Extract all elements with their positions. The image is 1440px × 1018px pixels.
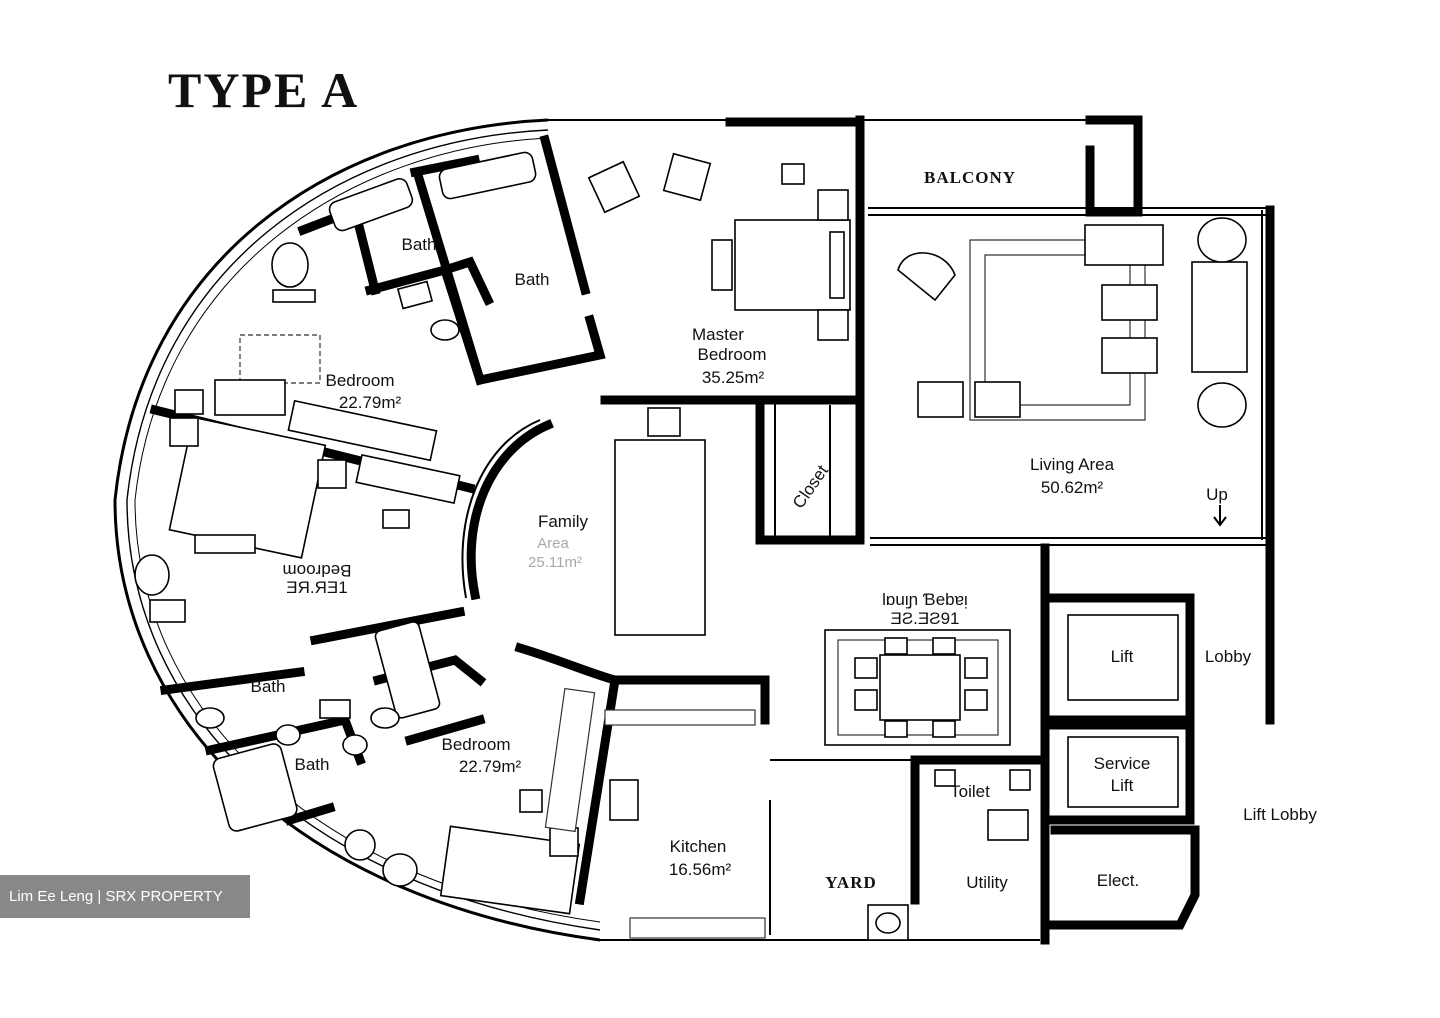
label-living-area-size: 50.62m² xyxy=(1041,478,1104,497)
label-utility: Utility xyxy=(966,873,1008,892)
label-yard: YARD xyxy=(825,873,877,892)
label-service-lift-2: Lift xyxy=(1111,776,1134,795)
label-master-bedroom-area: 35.25m² xyxy=(702,368,765,387)
label-living-area: Living Area xyxy=(1030,455,1115,474)
label-lobby: Lobby xyxy=(1205,647,1252,666)
label-bedroom-3: Bedroom xyxy=(442,735,511,754)
label-lift: Lift xyxy=(1111,647,1134,666)
label-master-bedroom-2: Bedroom xyxy=(698,345,767,364)
label-family-area-size: 25.11m² xyxy=(528,554,582,571)
label-master-bedroom: Master xyxy=(692,325,744,344)
label-kitchen: Kitchen xyxy=(670,837,727,856)
label-bath-1: Bath xyxy=(402,235,437,254)
label-family-area-2: Area xyxy=(537,535,569,552)
label-up: Up xyxy=(1206,485,1228,504)
label-bedroom-1: Bedroom xyxy=(326,371,395,390)
exterior-walls xyxy=(548,115,1275,941)
label-balcony: BALCONY xyxy=(924,168,1016,187)
label-family-area: Family xyxy=(538,512,589,531)
label-kitchen-area: 16.56m² xyxy=(669,860,732,879)
watermark: Lim Ee Leng | SRX PROPERTY xyxy=(0,875,250,918)
furniture xyxy=(134,151,1248,941)
label-bedroom-1-area: 22.79m² xyxy=(339,393,402,412)
label-bedroom-3-area: 22.79m² xyxy=(459,757,522,776)
label-toilet: Toilet xyxy=(950,782,990,801)
label-bedroom-2: Bedroom xyxy=(283,561,352,580)
label-bedroom-2-area: ƎЯ.ЯƎ1 xyxy=(286,578,347,597)
label-bath-3: Bath xyxy=(251,677,286,696)
label-lift-lobby: Lift Lobby xyxy=(1243,805,1317,824)
up-arrow-icon xyxy=(1213,505,1227,527)
label-dining-area: ƎƧ.ƎƧ91 xyxy=(891,609,960,628)
label-dining: Ɩɒuᴉɲ Ɓebɐᴉ xyxy=(882,590,968,609)
label-closet: Closet xyxy=(789,461,832,512)
label-bath-2: Bath xyxy=(515,270,550,289)
label-bath-4: Bath xyxy=(295,755,330,774)
label-service-lift: Service xyxy=(1094,754,1151,773)
plan-title: TYPE A xyxy=(168,62,359,118)
label-elect: Elect. xyxy=(1097,871,1140,890)
